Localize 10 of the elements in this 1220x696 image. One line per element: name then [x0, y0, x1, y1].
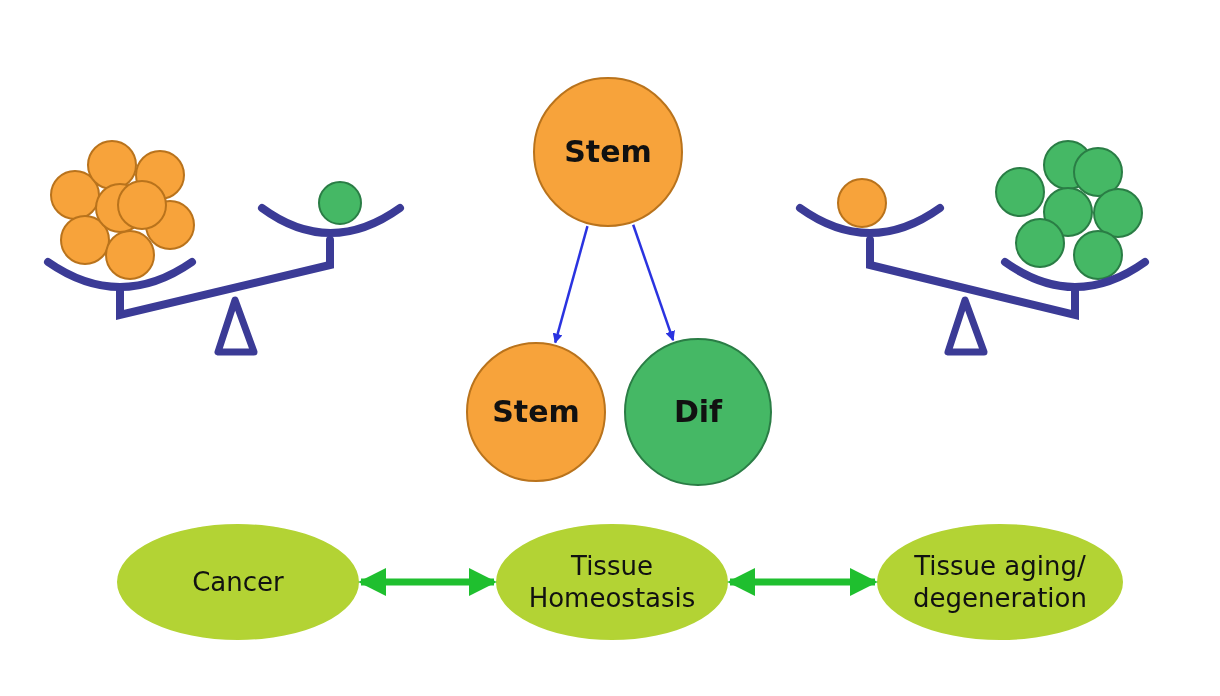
node-label: Dif	[673, 393, 723, 431]
node-label: Cancer	[192, 565, 284, 599]
arrow	[727, 568, 878, 596]
node-label: Stem	[492, 393, 580, 431]
node-label: Tissue Homeostasis	[527, 549, 697, 615]
arrow	[552, 225, 589, 344]
arrow	[358, 568, 497, 596]
arrow	[632, 224, 675, 342]
node-label: Tissue aging/ degeneration	[912, 549, 1088, 615]
node-label: Stem	[564, 133, 652, 171]
